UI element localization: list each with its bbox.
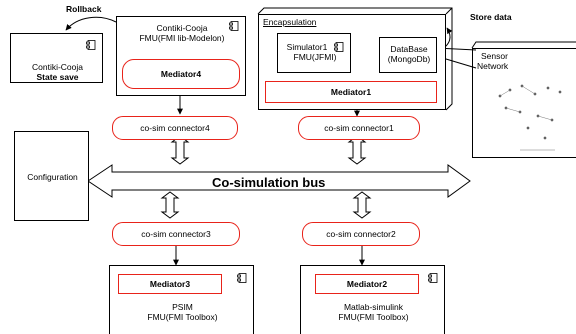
co-sim-connector2: co-sim connector2 (302, 222, 420, 246)
co-sim-connector3: co-sim connector3 (112, 222, 240, 246)
encapsulation-title: Encapsulation (263, 17, 317, 27)
mediator1: Mediator1 (265, 81, 437, 103)
configuration-box: Configuration (14, 131, 89, 221)
sensor-3d-edges (471, 41, 576, 49)
database-box: DataBase (MongoDb) (379, 37, 437, 73)
mediator3: Mediator3 (118, 274, 222, 294)
sensor-line1: Sensor (481, 51, 508, 61)
mediator2: Mediator2 (315, 274, 419, 294)
rollback-arrow (65, 16, 117, 31)
sensor-network-graph (498, 84, 562, 151)
sensor-network-box: Sensor Network (472, 48, 576, 158)
contiki-state-line2: State save (36, 72, 79, 82)
vbus-arrow-4 (170, 135, 190, 165)
matlab-line2: FMU(FMI Toolbox) (338, 312, 409, 322)
matlab-box: Mediator2 Matlab-simulink FMU(FMI Toolbo… (300, 265, 445, 334)
psim-line2: FMU(FMI Toolbox) (147, 312, 218, 322)
matlab-line1: Matlab-simulink (343, 302, 404, 312)
encapsulation-box: Encapsulation Simulator1 FMU(JFMI) DataB… (258, 14, 446, 110)
vbus-arrow-2 (352, 191, 372, 219)
simulator1-line1: Simulator1 (286, 42, 328, 52)
encap-3d-top (257, 7, 453, 111)
component-icon (237, 273, 247, 283)
simulator1-box: Simulator1 FMU(JFMI) (277, 33, 351, 73)
contiki-state-box: Contiki-Cooja State save (10, 33, 103, 83)
vbus-arrow-3 (160, 191, 180, 219)
contiki-fmu-line2: FMU(FMI lib-Modelon) (139, 33, 225, 43)
simulator1-line2: FMU(JFMI) (293, 52, 337, 62)
component-icon (229, 21, 239, 31)
configuration-label: Configuration (27, 172, 78, 182)
database-line2: (MongoDb) (387, 54, 431, 64)
vbus-arrow-1 (347, 135, 367, 165)
psim-box: Mediator3 PSIM FMU(FMI Toolbox) (109, 265, 254, 334)
co-sim-connector1: co-sim connector1 (298, 116, 420, 140)
psim-line1: PSIM (172, 302, 193, 312)
encap-3d-corner (445, 7, 453, 15)
component-icon (86, 40, 96, 50)
database-line1: DataBase (390, 44, 428, 54)
store-data-label: Store data (470, 12, 512, 22)
co-sim-connector4: co-sim connector4 (112, 116, 238, 140)
component-icon (428, 273, 438, 283)
rollback-label: Rollback (66, 4, 102, 14)
contiki-state-line1: Contiki-Cooja (31, 62, 84, 72)
contiki-fmu-line1: Contiki-Cooja (156, 23, 208, 33)
mediator4: Mediator4 (122, 59, 240, 89)
bus-arrow (87, 164, 471, 198)
sensor-line2: Network (477, 61, 509, 71)
co-simulation-bus-label: Co-simulation bus (212, 175, 326, 190)
component-icon (334, 42, 344, 52)
contiki-fmu-box: Contiki-Cooja FMU(FMI lib-Modelon) Media… (116, 16, 246, 96)
